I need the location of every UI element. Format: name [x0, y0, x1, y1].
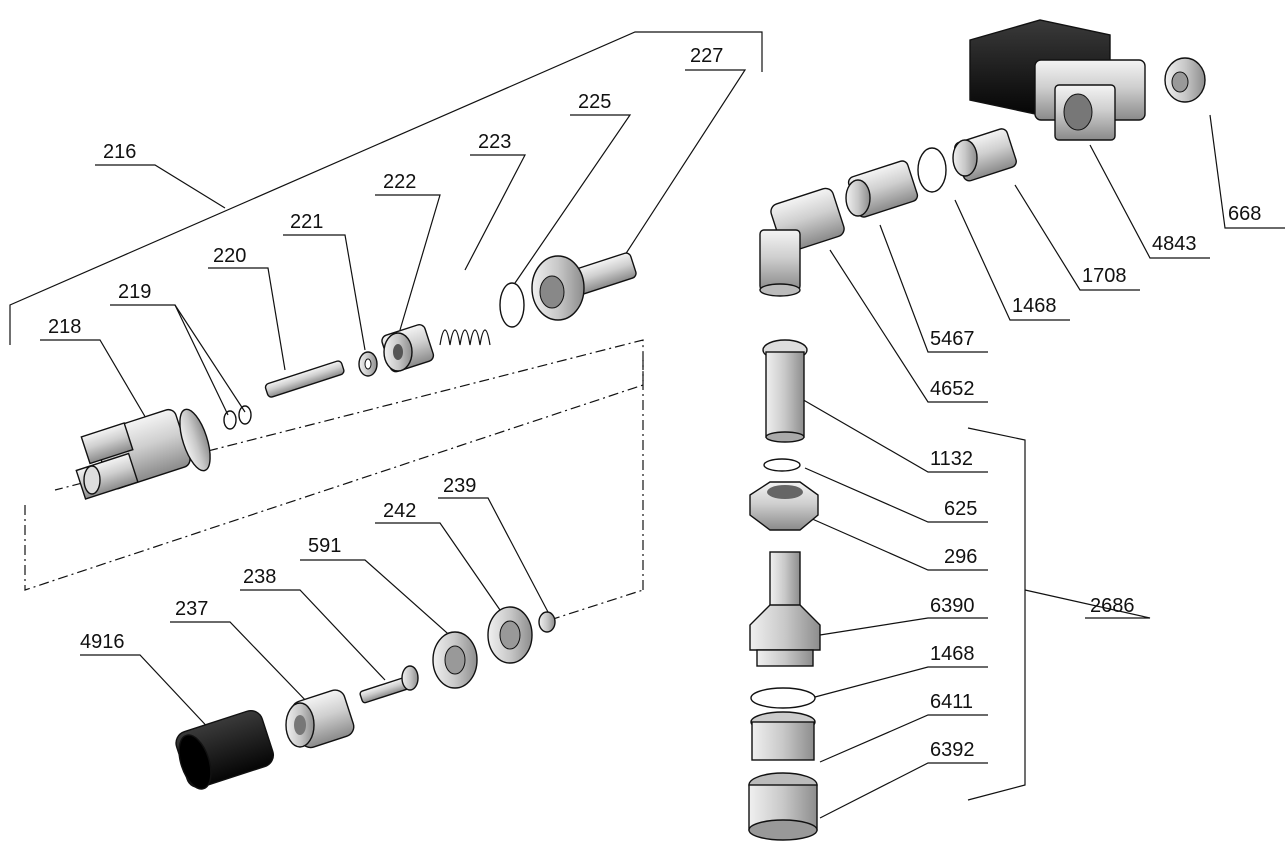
plug-239 — [538, 611, 556, 633]
label-668: 668 — [1228, 203, 1261, 225]
label-2686: 2686 — [1090, 595, 1135, 617]
o-ring-1468-top — [917, 147, 947, 193]
label-216: 216 — [103, 141, 136, 163]
grip-sleeve-4916 — [175, 709, 275, 790]
label-625: 625 — [944, 498, 977, 520]
fitting-668 — [1164, 57, 1206, 103]
sleeve-1132 — [762, 339, 808, 443]
label-238: 238 — [243, 566, 276, 588]
aerator-6411 — [750, 711, 816, 761]
dash-dot-outline — [24, 339, 644, 621]
label-296: 296 — [944, 546, 977, 568]
assembly-bracket-2686 — [967, 427, 1026, 801]
o-rings-219 — [223, 405, 252, 430]
washer-221 — [358, 351, 378, 377]
washer-625 — [763, 458, 801, 472]
label-219: 219 — [118, 281, 151, 303]
label-4916: 4916 — [80, 631, 125, 653]
label-237: 237 — [175, 598, 208, 620]
tee-fitting-218 — [75, 408, 211, 500]
nut-591 — [432, 631, 478, 689]
gasket-1468-bottom — [750, 687, 816, 709]
label-223: 223 — [478, 131, 511, 153]
cap-6392 — [748, 772, 818, 841]
label-5467: 5467 — [930, 328, 975, 350]
valve-seat-222 — [381, 324, 435, 373]
spring-223 — [439, 329, 491, 346]
label-1468-bottom: 1468 — [930, 643, 975, 665]
nozzle-237 — [285, 689, 355, 749]
label-1708: 1708 — [1082, 265, 1127, 287]
label-6411: 6411 — [930, 691, 973, 713]
valve-pin-220 — [264, 360, 345, 398]
fitting-5467 — [845, 160, 919, 218]
solenoid-valve-4843 — [969, 19, 1146, 141]
label-6390: 6390 — [930, 595, 975, 617]
leader-lines — [40, 69, 1285, 819]
label-4843: 4843 — [1152, 233, 1197, 255]
label-220: 220 — [213, 245, 246, 267]
nut-242 — [487, 606, 533, 664]
o-ring-225 — [499, 282, 525, 328]
label-221: 221 — [290, 211, 323, 233]
label-227: 227 — [690, 45, 723, 67]
hex-nut-296 — [749, 481, 819, 531]
label-1468-top: 1468 — [1012, 295, 1057, 317]
label-591: 591 — [308, 535, 341, 557]
assembly-bracket-216 — [9, 31, 763, 345]
label-6392: 6392 — [930, 739, 975, 761]
screw-238 — [359, 665, 419, 704]
elbow-4652 — [759, 187, 845, 297]
label-239: 239 — [443, 475, 476, 497]
part-labels: 216 227 225 223 222 221 220 219 218 239 … — [48, 45, 1261, 761]
label-222: 222 — [383, 171, 416, 193]
label-4652: 4652 — [930, 378, 975, 400]
connector-227 — [531, 252, 637, 321]
label-242: 242 — [383, 500, 416, 522]
adapter-6390 — [749, 551, 821, 667]
label-225: 225 — [578, 91, 611, 113]
label-218: 218 — [48, 316, 81, 338]
fitting-1708 — [952, 128, 1017, 182]
label-1132: 1132 — [930, 448, 973, 470]
